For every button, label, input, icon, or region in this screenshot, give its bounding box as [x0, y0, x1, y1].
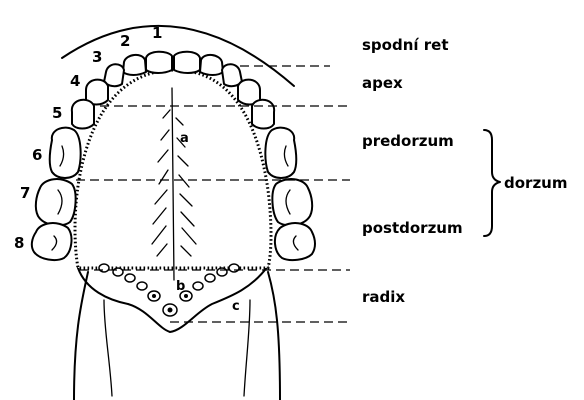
tooth-6: [264, 126, 298, 179]
tooth-number-4: 4: [70, 72, 80, 90]
point-a: a: [180, 131, 189, 146]
dorzum-bracket: [483, 129, 501, 237]
tooth-number-1: 1: [152, 24, 162, 42]
median-groove: [151, 87, 197, 281]
label-apex: apex: [362, 74, 403, 92]
teeth: [30, 50, 316, 262]
papillae: [98, 263, 240, 317]
point-c: c: [232, 299, 240, 314]
tooth-number-6: 6: [32, 146, 42, 164]
throat-inner: [103, 299, 113, 397]
lower-lip-arc: [61, 24, 295, 87]
tooth-5: [251, 98, 276, 130]
label-spodni-ret: spodní ret: [362, 36, 449, 54]
tooth-number-2: 2: [120, 32, 130, 50]
throat-outline: [73, 271, 89, 400]
tooth-5: [70, 98, 95, 130]
throat-outline: [267, 271, 281, 400]
tooth-1: [173, 50, 201, 74]
tooth-6: [48, 126, 82, 179]
tooth-number-3: 3: [92, 48, 102, 66]
tooth-7: [34, 178, 77, 227]
tooth-number-7: 7: [20, 184, 30, 202]
point-b: b: [176, 279, 185, 294]
tooth-number-5: 5: [52, 104, 62, 122]
tooth-7: [271, 178, 314, 227]
level-lines: [76, 65, 350, 323]
tooth-1: [145, 50, 173, 74]
label-dorzum: dorzum: [504, 174, 567, 192]
tooth-number-8: 8: [14, 234, 24, 252]
label-predorzum: predorzum: [362, 132, 454, 150]
tooth-8: [30, 222, 73, 261]
label-postdorzum: postdorzum: [362, 219, 463, 237]
tooth-2: [199, 54, 224, 76]
throat-inner: [243, 299, 251, 397]
tooth-8: [274, 222, 316, 262]
tooth-2: [122, 54, 147, 76]
label-radix: radix: [362, 288, 405, 306]
tongue-root-outline: [77, 265, 269, 333]
